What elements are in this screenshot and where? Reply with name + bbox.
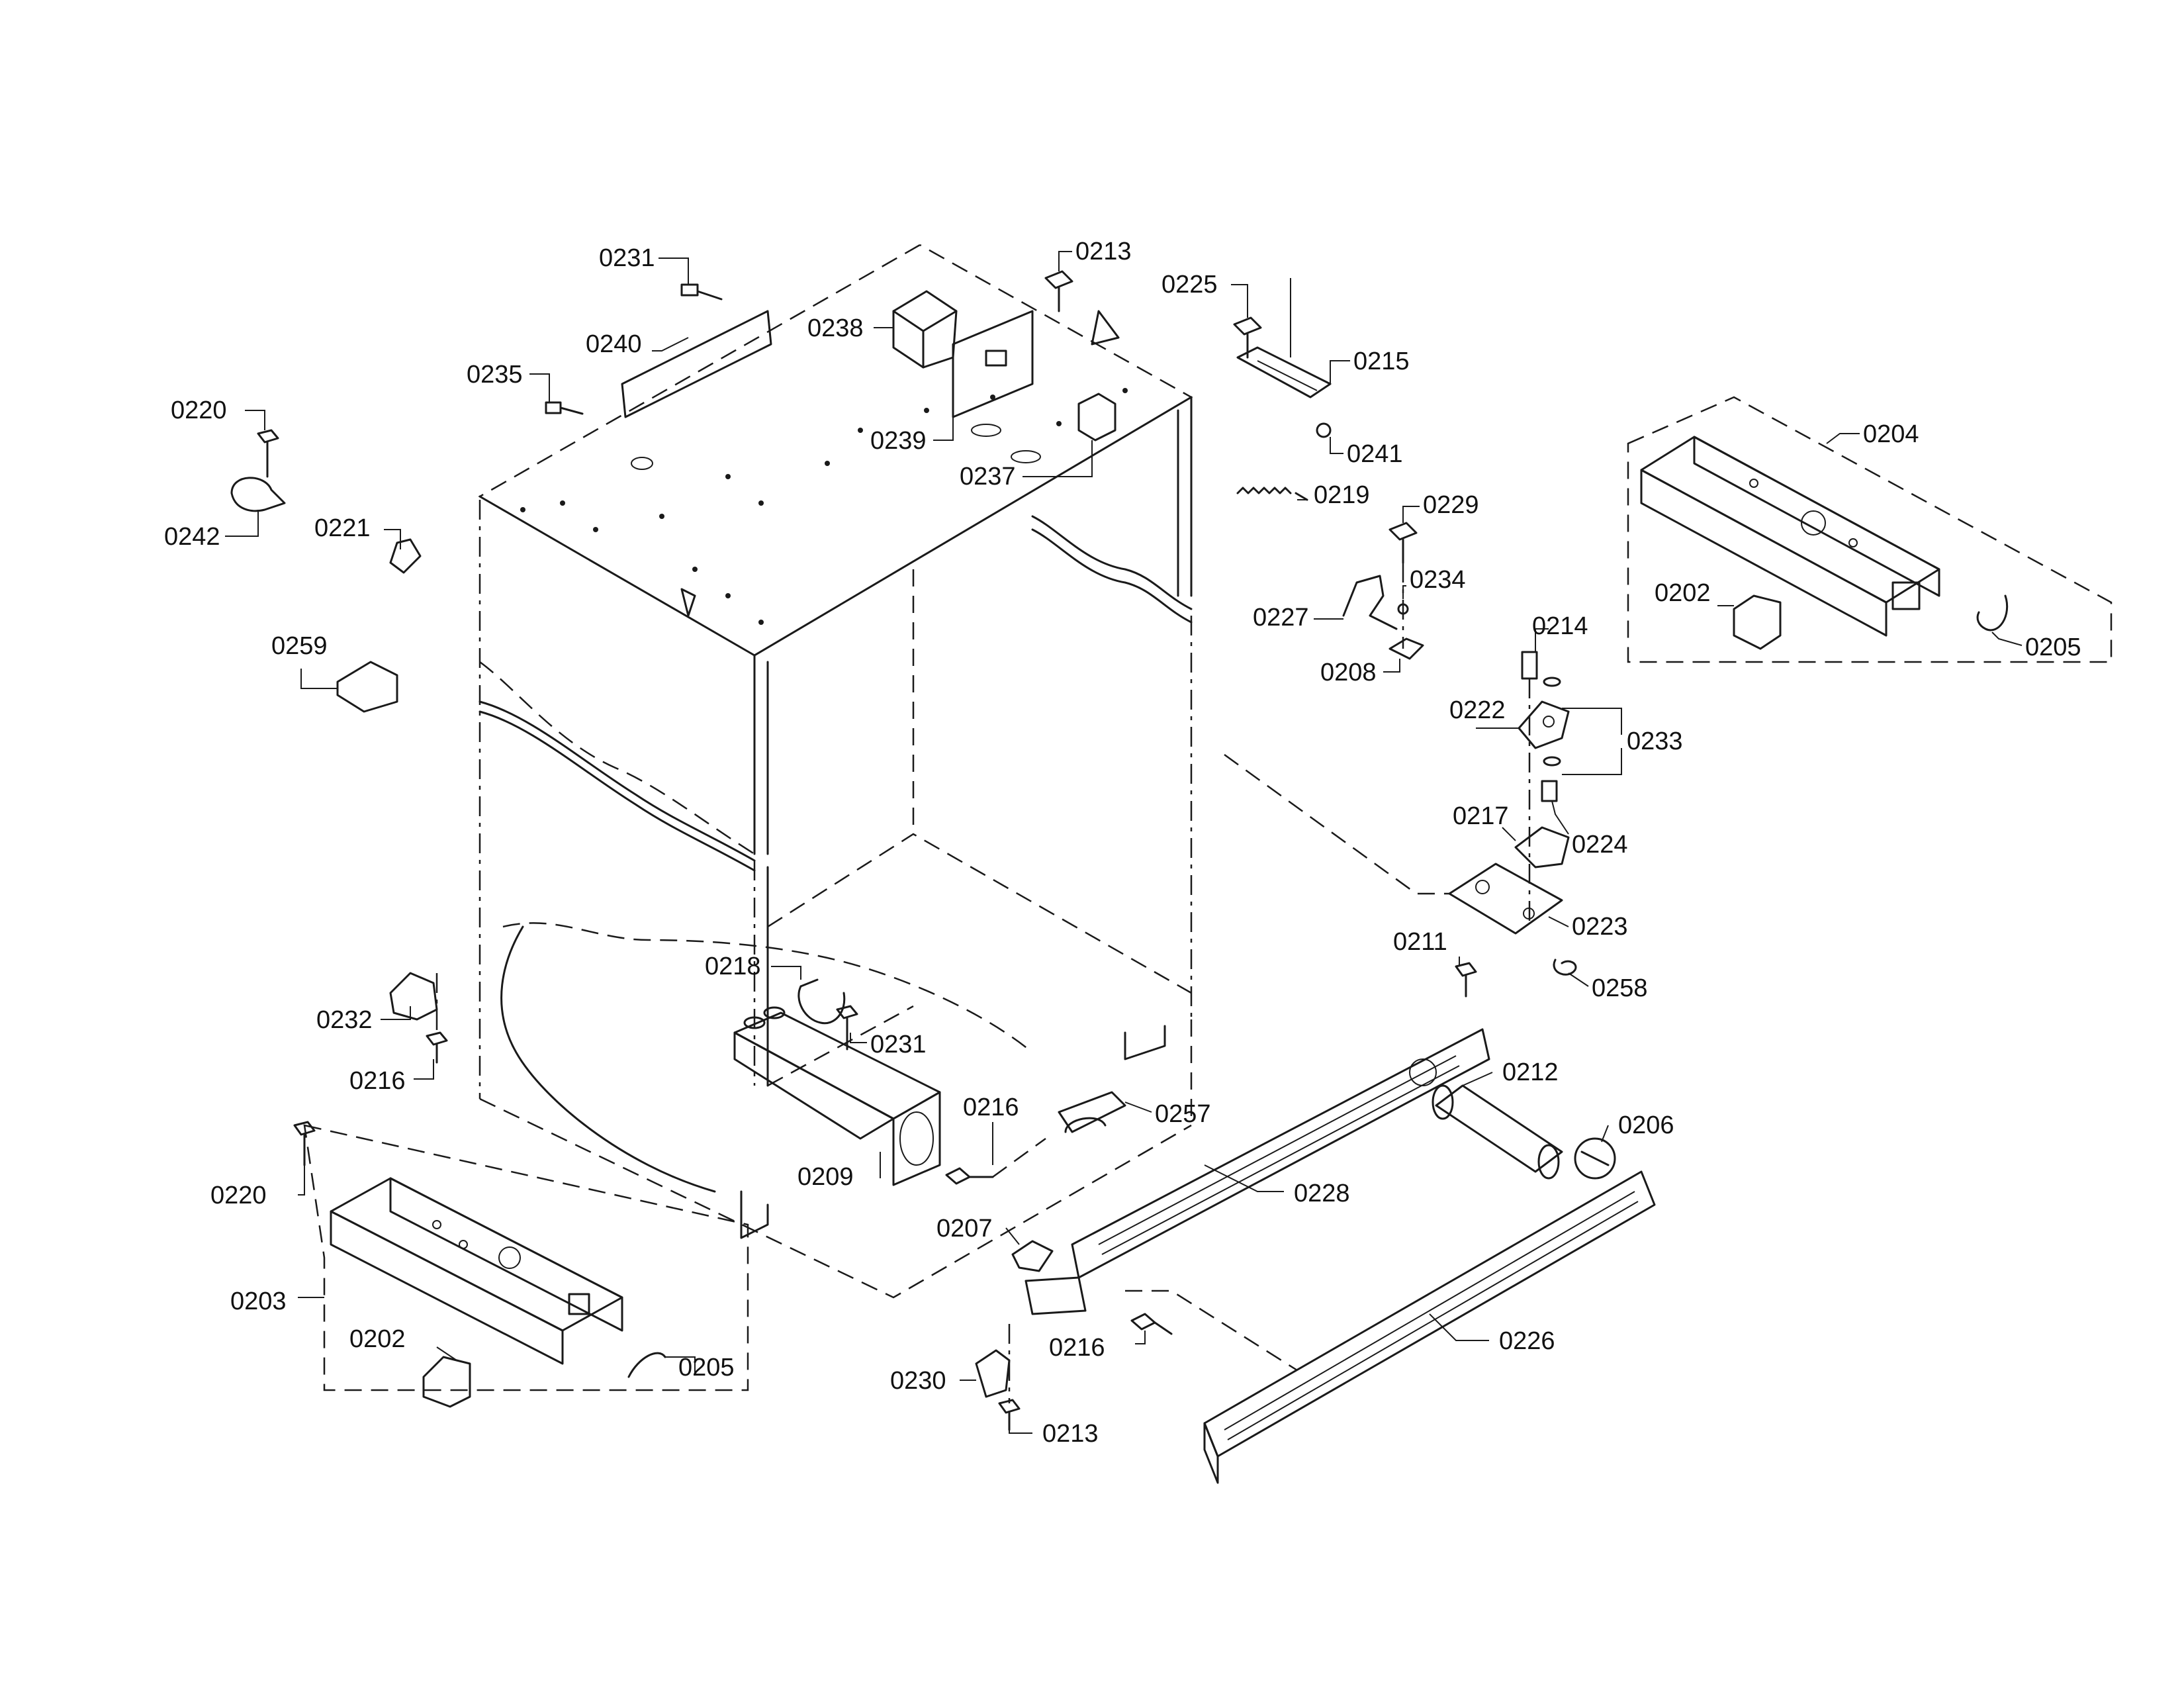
screw-icon (1130, 1313, 1173, 1335)
callout-0233: 0233 (1627, 727, 1683, 755)
callout-0209: 0209 (797, 1163, 854, 1191)
callout-0231: 0231 (599, 244, 655, 272)
rail-assembly-left (293, 1121, 749, 1408)
screw-icon (293, 1121, 316, 1166)
callout-0213-lower: 0213 (1042, 1420, 1099, 1448)
callout-0226: 0226 (1499, 1327, 1555, 1355)
callout-0214: 0214 (1532, 612, 1588, 640)
screw-icon (836, 1005, 858, 1051)
screw-icon (426, 1031, 448, 1064)
callout-0224: 0224 (1572, 831, 1628, 859)
lower-parts (733, 978, 1656, 1484)
callout-0228: 0228 (1294, 1180, 1350, 1207)
callout-0211: 0211 (1393, 928, 1447, 956)
screw-icon (1388, 522, 1418, 564)
relay-box (892, 290, 958, 369)
leader-lines (225, 251, 2023, 1434)
callout-0257: 0257 (1155, 1100, 1211, 1128)
callout-0239: 0239 (870, 427, 927, 455)
callout-0218: 0218 (705, 953, 761, 980)
screw-icon (257, 429, 279, 478)
callout-0216-left: 0216 (349, 1067, 406, 1095)
callout-0241: 0241 (1347, 440, 1403, 468)
rail-assembly-right (1627, 396, 2113, 663)
screw-icon (998, 1399, 1021, 1431)
cabinet-frame (478, 244, 1193, 1299)
callout-0258: 0258 (1592, 974, 1648, 1002)
callout-0206: 0206 (1618, 1111, 1674, 1139)
screw-icon (680, 283, 723, 301)
callout-0232: 0232 (316, 1006, 373, 1034)
grille-part (1024, 1028, 1490, 1315)
callout-0225: 0225 (1161, 271, 1218, 299)
callout-0227: 0227 (1253, 604, 1309, 632)
callout-0231-lower: 0231 (870, 1031, 927, 1058)
filter-cylinder (1432, 1084, 1563, 1180)
callout-0202: 0202 (1655, 579, 1711, 607)
callout-0208: 0208 (1320, 659, 1377, 686)
callout-0203: 0203 (230, 1288, 287, 1315)
callout-0223: 0223 (1572, 913, 1628, 941)
screw-icon (945, 1167, 994, 1185)
callout-0212: 0212 (1502, 1058, 1559, 1086)
callout-0202-lower: 0202 (349, 1325, 406, 1353)
screw-icon (545, 401, 584, 415)
duct-part (733, 1006, 941, 1186)
callout-0229: 0229 (1423, 491, 1479, 519)
callout-0213: 0213 (1075, 238, 1132, 265)
callout-0220-lower: 0220 (210, 1182, 267, 1209)
callout-0217: 0217 (1453, 802, 1509, 830)
callout-0230: 0230 (890, 1367, 946, 1395)
callout-0259: 0259 (271, 632, 328, 660)
callout-0235: 0235 (467, 361, 523, 389)
callout-0207: 0207 (936, 1215, 993, 1243)
callout-0216-lower: 0216 (1049, 1334, 1105, 1362)
callout-0222: 0222 (1449, 696, 1506, 724)
callout-0238: 0238 (807, 314, 864, 342)
callout-0216-mid: 0216 (963, 1094, 1019, 1121)
callout-labels: 0231 0213 0225 0215 0240 0235 0238 0239 … (164, 238, 2081, 1448)
knob-part (1574, 1137, 1616, 1180)
callout-0219: 0219 (1314, 481, 1370, 509)
callout-0220: 0220 (171, 397, 227, 424)
top-parts (545, 270, 1332, 463)
hinge-parts (1224, 487, 1577, 998)
callout-0221: 0221 (314, 514, 371, 542)
screw-icon (1455, 962, 1477, 998)
screw-icon (1044, 270, 1073, 312)
callout-0204: 0204 (1863, 420, 1919, 448)
panel-part (1203, 1170, 1656, 1484)
callout-0205-lower: 0205 (678, 1354, 735, 1382)
callout-0242: 0242 (164, 523, 220, 551)
callout-0234: 0234 (1410, 566, 1466, 594)
callout-0237: 0237 (960, 463, 1016, 491)
callout-0215: 0215 (1353, 348, 1410, 375)
callout-0205: 0205 (2025, 633, 2081, 661)
left-small-parts (230, 429, 448, 1064)
callout-0240: 0240 (586, 330, 642, 358)
